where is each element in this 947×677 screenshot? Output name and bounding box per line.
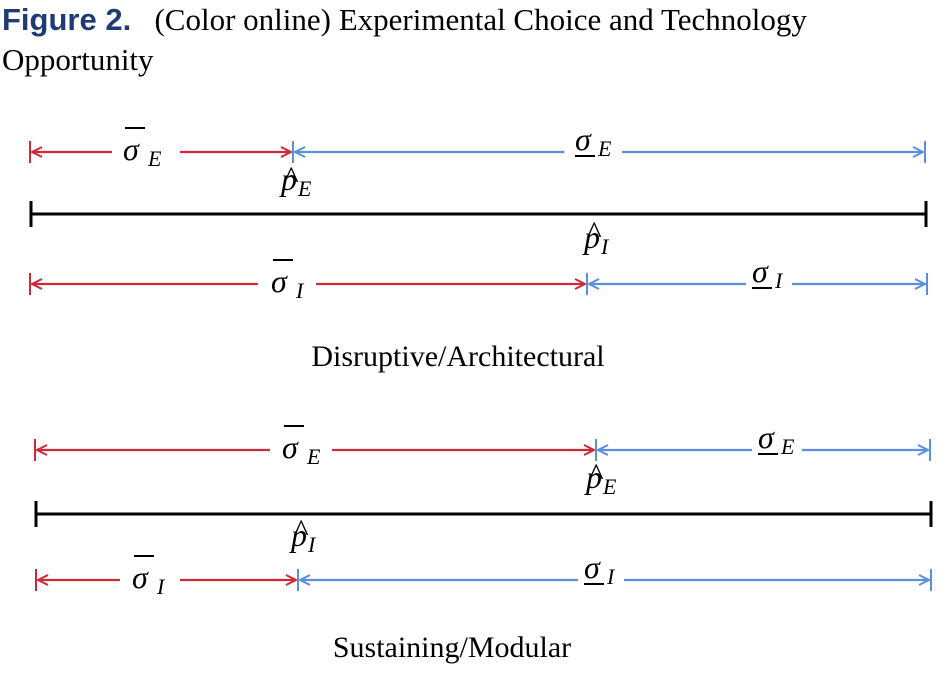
symbol: σ	[282, 429, 299, 465]
panel-disruptive: σ E σ E ^ p E ^ p I	[29, 121, 928, 373]
symbol: p	[584, 459, 602, 495]
p-hat-E-marker: ^ p E	[584, 456, 617, 499]
p-hat-I-marker: ^ p I	[582, 214, 610, 259]
panel-sustaining: σ E σ E ^ p E ^ p I	[34, 419, 933, 664]
sigma-bar-E-label: σ E	[282, 425, 321, 469]
sigma-underbar-E-label: σ E	[575, 121, 612, 161]
symbol: σ	[575, 121, 592, 157]
lower-arrow-row: σ I σ I	[29, 253, 928, 303]
sigma-underbar-E-label: σ E	[758, 419, 795, 459]
lower-arrow-row: σ I σ I	[35, 549, 932, 599]
p-hat-I-marker: ^ p I	[289, 512, 317, 557]
symbol: σ	[752, 253, 769, 289]
symbol: σ	[123, 131, 140, 167]
symbol: p	[582, 219, 600, 255]
subscript: E	[780, 434, 795, 459]
sigma-underbar-I-label: σ I	[752, 253, 784, 293]
subscript: I	[774, 268, 784, 293]
symbol: σ	[132, 559, 149, 595]
subscript: I	[156, 574, 166, 599]
upper-arrow-row: σ E σ E ^ p E	[29, 121, 926, 201]
hat: ^	[283, 159, 299, 195]
subscript: I	[606, 564, 616, 589]
hat: ^	[293, 512, 309, 548]
caption-text: (Color online) Experimental Choice and T…	[2, 2, 807, 77]
figure-label: Figure 2.	[2, 2, 132, 37]
hat: ^	[586, 214, 602, 250]
subscript: E	[602, 474, 617, 499]
panel-label: Sustaining/Modular	[333, 631, 571, 664]
subscript: I	[307, 532, 317, 557]
symbol: σ	[584, 549, 601, 585]
symbol: σ	[758, 419, 775, 455]
subscript: I	[295, 278, 305, 303]
hat: ^	[588, 456, 604, 492]
subscript: E	[297, 176, 312, 201]
symbol: p	[289, 517, 307, 553]
sigma-bar-I-label: σ I	[271, 259, 305, 303]
subscript: E	[147, 146, 162, 171]
subscript: I	[600, 234, 610, 259]
upper-arrow-row: σ E σ E ^ p E	[34, 419, 931, 499]
symbol: p	[279, 161, 297, 197]
black-axis-line	[29, 201, 928, 227]
sigma-bar-I-label: σ I	[132, 555, 166, 599]
subscript: E	[597, 136, 612, 161]
black-axis-line	[34, 501, 933, 527]
symbol: σ	[271, 263, 288, 299]
sigma-bar-E-label: σ E	[123, 127, 162, 171]
panel-label: Disruptive/Architectural	[311, 340, 604, 373]
subscript: E	[306, 444, 321, 469]
figure-caption: Figure 2. (Color online) Experimental Ch…	[2, 0, 942, 80]
sigma-underbar-I-label: σ I	[584, 549, 616, 589]
p-hat-E-marker: ^ p E	[279, 159, 312, 201]
